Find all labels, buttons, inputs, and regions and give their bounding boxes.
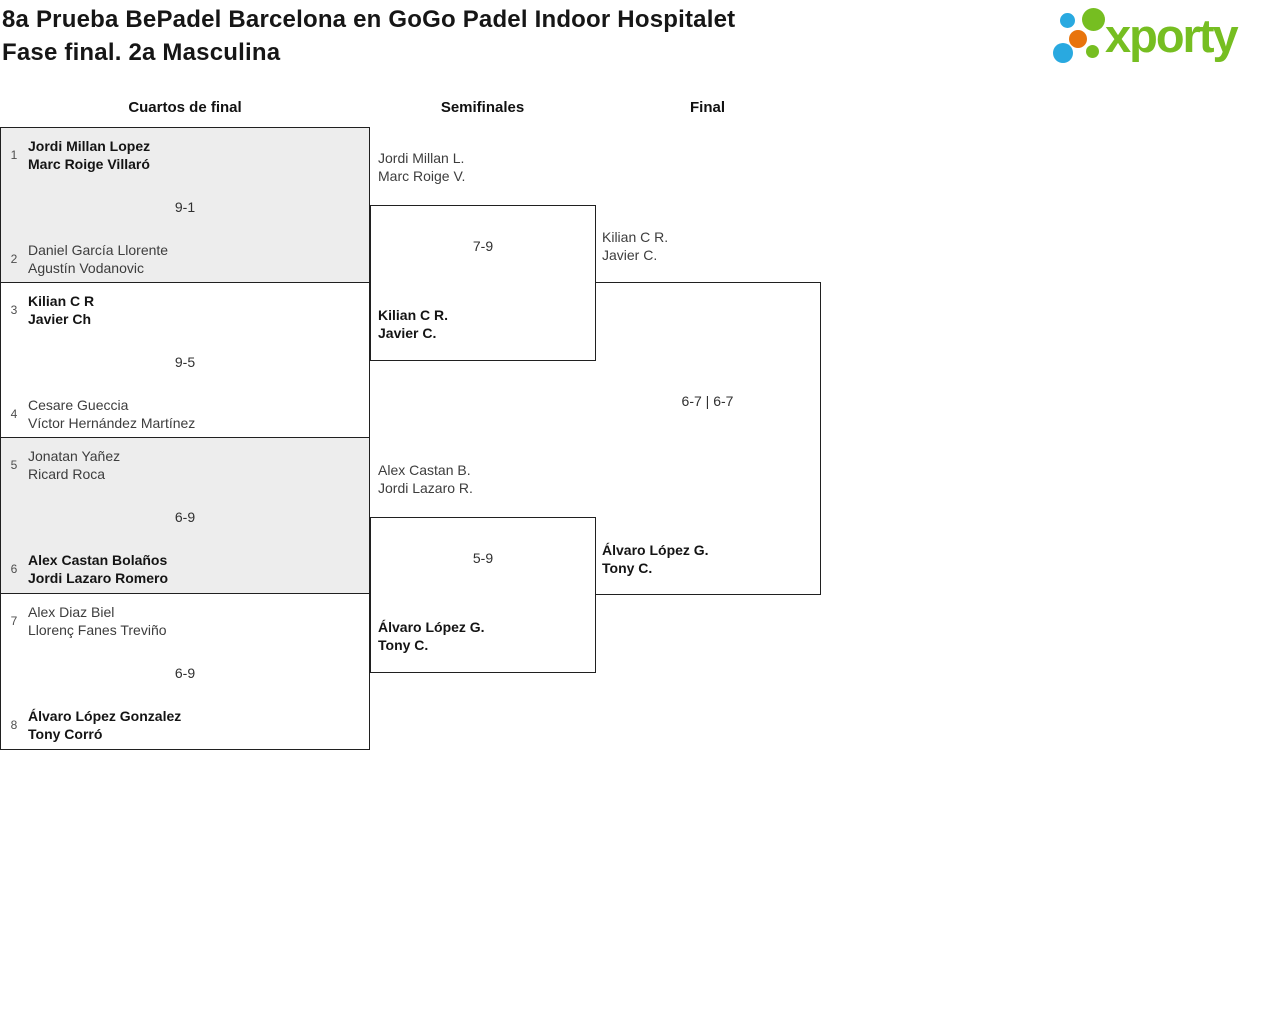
match-semifinal-2[interactable]: Alex Castan B. Jordi Lazaro R. 5-9 Álvar… bbox=[370, 462, 596, 673]
player-name: Alex Castan Bolaños bbox=[28, 552, 168, 568]
match-score: 9-1 bbox=[174, 199, 196, 215]
team-names: Alex Castan B. Jordi Lazaro R. bbox=[378, 461, 473, 497]
player-name: Álvaro López G. bbox=[602, 542, 709, 558]
seed-number: 1 bbox=[10, 148, 18, 162]
match-score: 6-7 | 6-7 bbox=[681, 393, 734, 409]
seed-number: 4 bbox=[10, 407, 18, 421]
title-line-1: 8a Prueba BePadel Barcelona en GoGo Pade… bbox=[2, 6, 736, 33]
player-name: Tony C. bbox=[378, 637, 429, 653]
player-name: Ricard Roca bbox=[28, 466, 106, 482]
page-title: 8a Prueba BePadel Barcelona en GoGo Pade… bbox=[2, 3, 735, 69]
player-name: Javier C. bbox=[602, 247, 658, 263]
seed-number: 5 bbox=[10, 458, 18, 472]
player-name: Jordi Lazaro R. bbox=[378, 480, 473, 496]
logo-dot-icon bbox=[1053, 43, 1073, 63]
player-name: Kilian C R bbox=[28, 293, 95, 309]
seed-number: 6 bbox=[10, 562, 18, 576]
team-names: Jordi Millan Lopez Marc Roige Villaró bbox=[28, 137, 150, 173]
logo-wordmark: xporty bbox=[1105, 9, 1239, 62]
player-name: Agustín Vodanovic bbox=[28, 260, 144, 276]
match-quarterfinal-3[interactable]: 5 Jonatan Yañez Ricard Roca 6-9 6 Alex C… bbox=[0, 437, 370, 594]
match-quarterfinal-1[interactable]: 1 Jordi Millan Lopez Marc Roige Villaró … bbox=[0, 127, 370, 283]
team-names: Cesare Gueccia Víctor Hernández Martínez bbox=[28, 396, 195, 432]
player-name: Javier C. bbox=[378, 325, 437, 341]
team-names: Álvaro López G. Tony C. bbox=[602, 541, 709, 577]
player-name: Alex Castan B. bbox=[378, 462, 471, 478]
team-names: Kilian C R. Javier C. bbox=[602, 228, 668, 264]
round-header-cuartos: Cuartos de final bbox=[128, 99, 242, 116]
logo-dot-icon bbox=[1069, 30, 1087, 48]
team-names: Jonatan Yañez Ricard Roca bbox=[28, 447, 120, 483]
seed-number: 8 bbox=[10, 718, 18, 732]
match-score: 5-9 bbox=[472, 550, 494, 566]
player-name: Daniel García Llorente bbox=[28, 242, 169, 258]
logo-dot-icon bbox=[1086, 45, 1099, 58]
player-name: Kilian C R. bbox=[602, 229, 669, 245]
logo-dot-icon bbox=[1060, 13, 1075, 28]
match-quarterfinal-4[interactable]: 7 Alex Diaz Biel Llorenç Fanes Treviño 6… bbox=[0, 593, 370, 750]
match-score: 6-9 bbox=[174, 509, 196, 525]
player-name: Jordi Lazaro Romero bbox=[28, 570, 169, 586]
player-name: Álvaro López G. bbox=[378, 619, 485, 635]
team-names: Álvaro López Gonzalez Tony Corró bbox=[28, 707, 181, 743]
player-name: Tony Corró bbox=[28, 726, 103, 742]
match-quarterfinal-2[interactable]: 3 Kilian C R Javier Ch 9-5 4 Cesare Guec… bbox=[0, 282, 370, 438]
player-name: Javier Ch bbox=[28, 311, 92, 327]
round-header-final: Final bbox=[689, 99, 725, 116]
team-names: Kilian C R Javier Ch bbox=[28, 292, 94, 328]
team-names: Jordi Millan L. Marc Roige V. bbox=[378, 149, 465, 185]
match-final[interactable]: Kilian C R. Javier C. 6-7 | 6-7 Álvaro L… bbox=[595, 229, 821, 595]
round-header-semifinales: Semifinales bbox=[440, 99, 525, 116]
player-name: Álvaro López Gonzalez bbox=[28, 708, 182, 724]
player-name: Cesare Gueccia bbox=[28, 397, 129, 413]
xporty-logo[interactable]: xporty bbox=[1050, 5, 1275, 70]
player-name: Víctor Hernández Martínez bbox=[28, 415, 196, 431]
player-name: Marc Roige Villaró bbox=[28, 156, 150, 172]
team-names: Daniel García Llorente Agustín Vodanovic bbox=[28, 241, 168, 277]
match-semifinal-1[interactable]: Jordi Millan L. Marc Roige V. 7-9 Kilian… bbox=[370, 150, 596, 361]
seed-number: 2 bbox=[10, 252, 18, 266]
title-line-2: Fase final. 2a Masculina bbox=[2, 39, 281, 66]
team-names: Álvaro López G. Tony C. bbox=[378, 618, 485, 654]
player-name: Jordi Millan Lopez bbox=[28, 138, 151, 154]
seed-number: 3 bbox=[10, 303, 18, 317]
player-name: Jonatan Yañez bbox=[28, 448, 121, 464]
match-score: 9-5 bbox=[174, 354, 196, 370]
seed-number: 7 bbox=[10, 614, 18, 628]
team-names: Kilian C R. Javier C. bbox=[378, 306, 448, 342]
team-names: Alex Diaz Biel Llorenç Fanes Treviño bbox=[28, 603, 167, 639]
logo-dot-icon bbox=[1082, 8, 1105, 31]
player-name: Tony C. bbox=[602, 560, 653, 576]
player-name: Kilian C R. bbox=[378, 307, 449, 323]
team-names: Alex Castan Bolaños Jordi Lazaro Romero bbox=[28, 551, 168, 587]
player-name: Marc Roige V. bbox=[378, 168, 466, 184]
player-name: Jordi Millan L. bbox=[378, 150, 465, 166]
player-name: Alex Diaz Biel bbox=[28, 604, 115, 620]
match-score: 6-9 bbox=[174, 665, 196, 681]
player-name: Llorenç Fanes Treviño bbox=[28, 622, 167, 638]
match-score: 7-9 bbox=[472, 238, 494, 254]
